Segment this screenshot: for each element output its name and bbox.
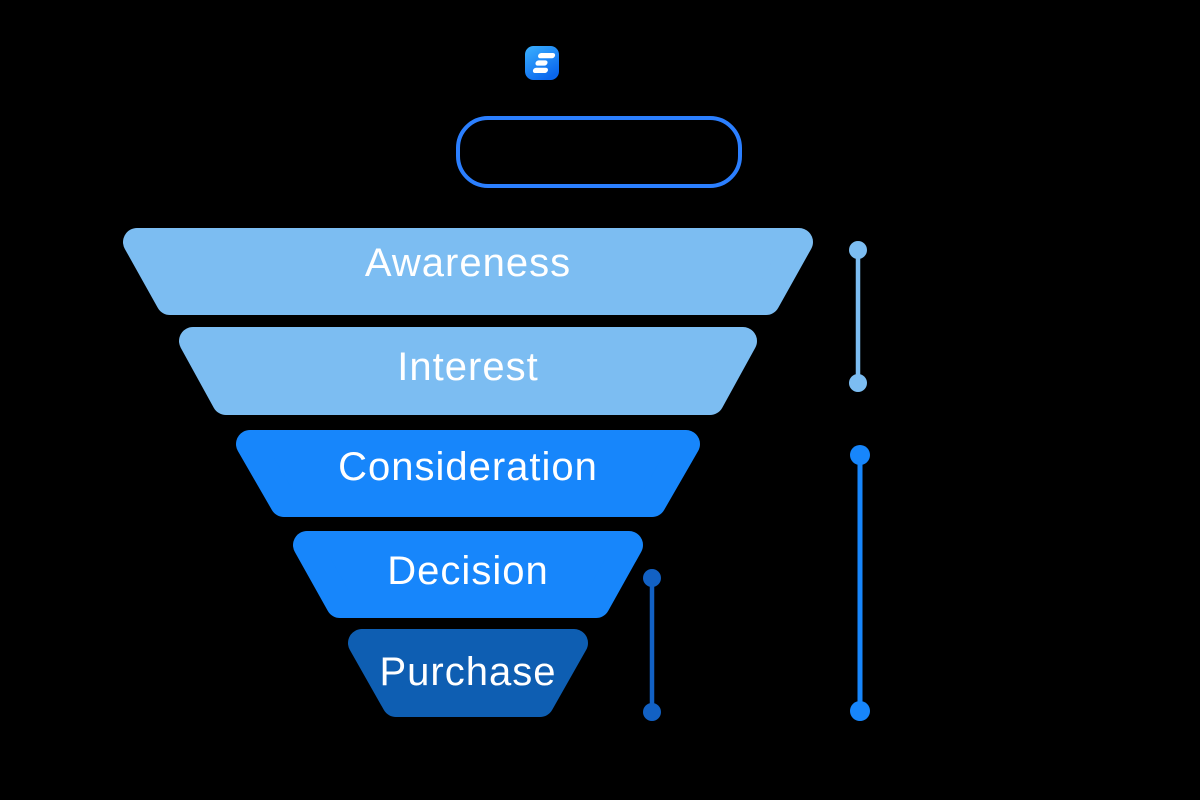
funnel-stage-awareness [123,228,813,315]
logo-bar-top [538,53,556,59]
measure-endpoint-dot [849,374,867,392]
stage-label-interest: Interest [397,345,538,389]
measure-consideration-purchase [850,445,870,721]
measure-endpoint-dot [643,569,661,587]
logo-bar-middle [535,60,548,66]
app-logo [525,46,559,80]
measure-awareness-interest [849,241,867,392]
measure-endpoint-dot [849,241,867,259]
title-box [456,116,742,188]
stage-label-decision: Decision [387,549,548,593]
title-box-outline [456,116,742,188]
measure-endpoint-dot [850,445,870,465]
logo-bars-icon [532,53,556,74]
funnel-stage-decision [293,531,643,618]
logo-bar-bottom [532,67,548,74]
measure-endpoint-dot [850,701,870,721]
stage-label-consideration: Consideration [338,445,598,489]
funnel-stage-consideration [236,430,700,517]
funnel-stage-purchase [348,629,588,717]
funnel-stage-interest [179,327,757,415]
stage-label-awareness: Awareness [365,241,571,285]
measure-endpoint-dot [643,703,661,721]
stage-label-purchase: Purchase [380,650,557,694]
measure-decision-purchase [643,569,661,721]
